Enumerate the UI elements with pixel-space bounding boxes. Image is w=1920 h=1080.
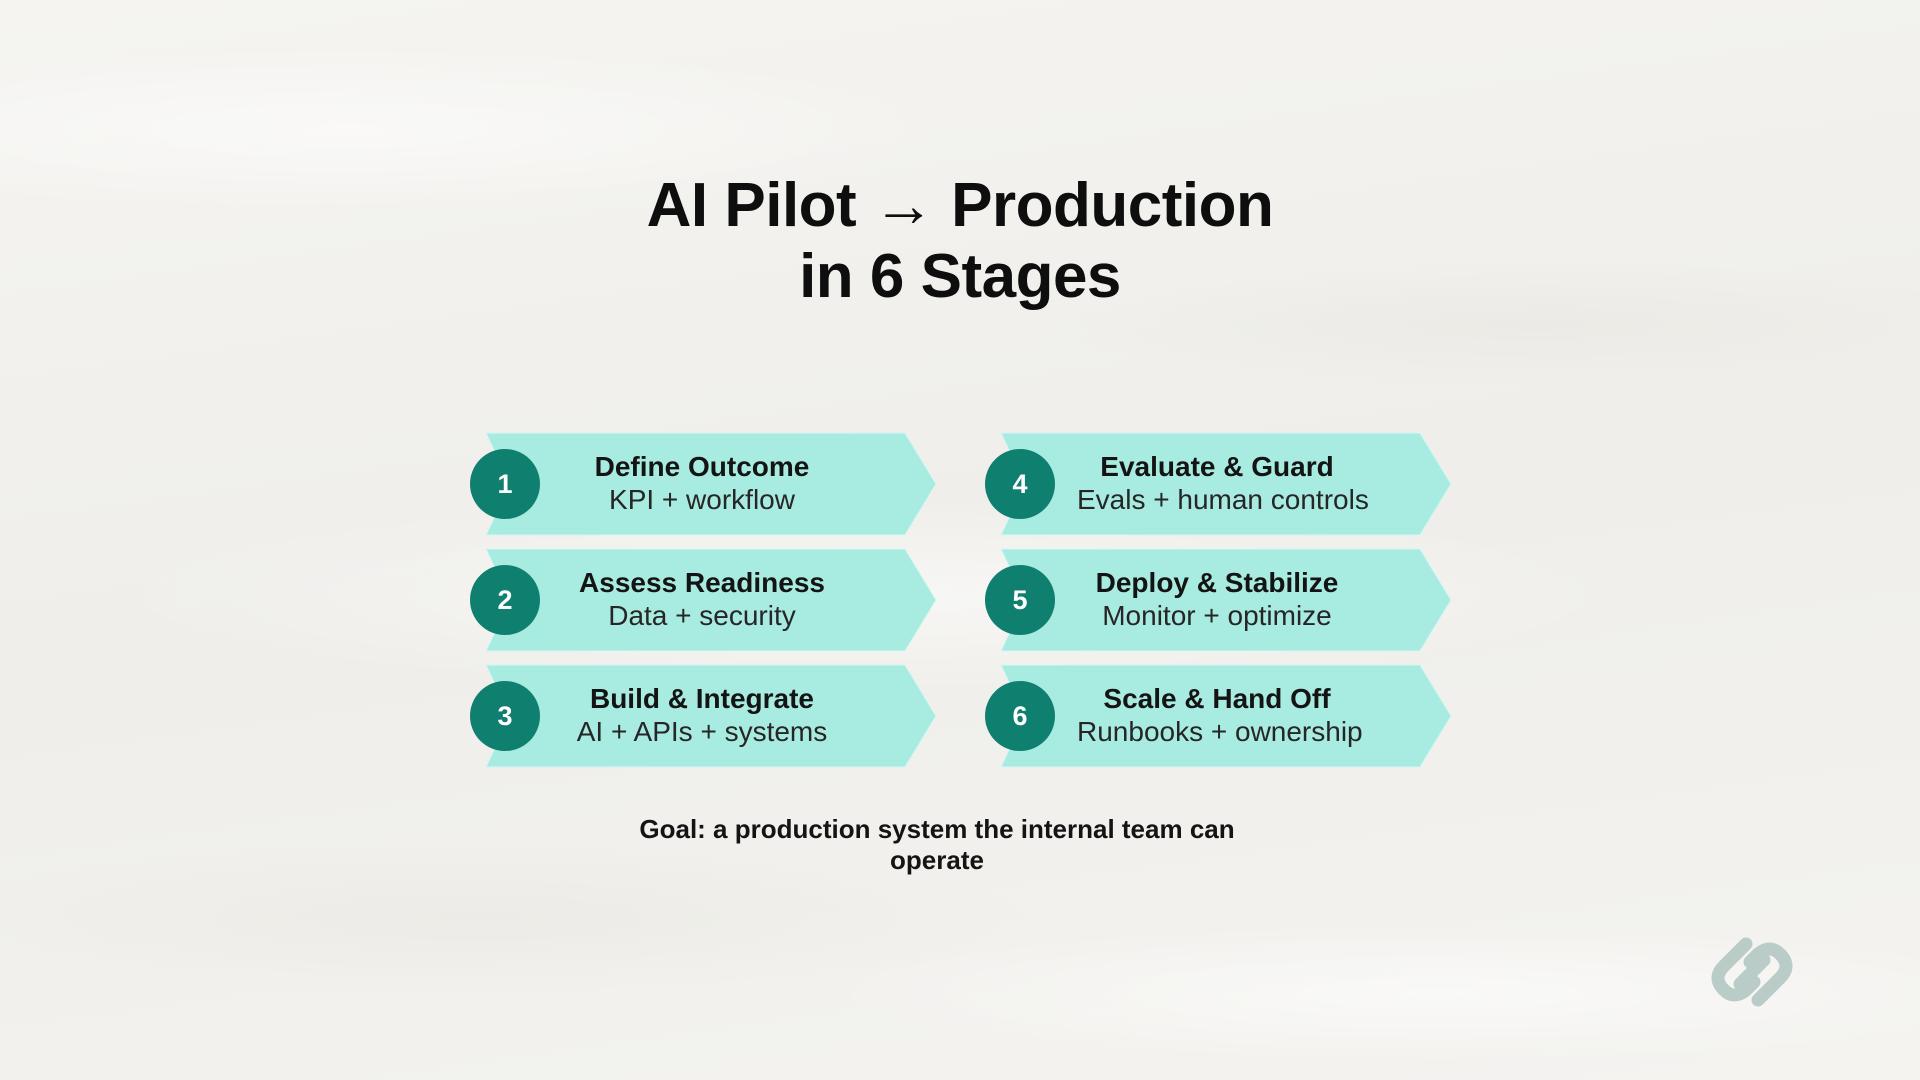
stage-3-number-badge: 3	[470, 681, 540, 751]
stage-card-1: 1 Define Outcome KPI + workflow	[470, 432, 940, 536]
stage-5-number-badge: 5	[985, 565, 1055, 635]
stage-1-number-badge: 1	[470, 449, 540, 519]
stage-card-5: 5 Deploy & Stabilize Monitor + optimize	[985, 548, 1455, 652]
page-title-line-1: AI Pilot → Production	[646, 170, 1274, 240]
stage-2-title: Assess Readiness	[579, 567, 825, 598]
stage-1-subtitle: KPI + workflow	[609, 484, 795, 515]
chain-link-logo-icon	[1711, 937, 1793, 1007]
stage-2-number-badge: 2	[470, 565, 540, 635]
stage-card-4: 4 Evaluate & Guard Evals + human control…	[985, 432, 1455, 536]
stage-5-subtitle: Monitor + optimize	[1102, 600, 1332, 631]
page-title-line-2: in 6 Stages	[799, 241, 1121, 311]
stage-4-number-badge: 4	[985, 449, 1055, 519]
stage-4-title: Evaluate & Guard	[1100, 451, 1334, 482]
stage-5-text: Deploy & Stabilize Monitor + optimize	[1077, 566, 1357, 632]
stage-card-2: 2 Assess Readiness Data + security	[470, 548, 940, 652]
page-title: AI Pilot → Production in 6 Stages	[0, 170, 1920, 312]
goal-statement: Goal: a production system the internal t…	[639, 814, 1235, 875]
stage-4-subtitle: Evals + human controls	[1077, 484, 1369, 515]
stage-6-text: Scale & Hand Off Runbooks + ownership	[1077, 682, 1363, 748]
stage-3-title: Build & Integrate	[589, 683, 814, 714]
stage-3-subtitle: AI + APIs + systems	[576, 716, 828, 747]
stage-2-text: Assess Readiness Data + security	[562, 566, 842, 632]
stage-6-number-badge: 6	[985, 681, 1055, 751]
stage-1-text: Define Outcome KPI + workflow	[562, 450, 842, 516]
stage-1-title: Define Outcome	[594, 451, 810, 482]
stage-5-title: Deploy & Stabilize	[1095, 567, 1339, 598]
stage-6-title: Scale & Hand Off	[1103, 683, 1331, 714]
stage-3-text: Build & Integrate AI + APIs + systems	[562, 682, 842, 748]
stage-4-text: Evaluate & Guard Evals + human controls	[1077, 450, 1369, 516]
stage-2-subtitle: Data + security	[608, 600, 796, 631]
stage-card-6: 6 Scale & Hand Off Runbooks + ownership	[985, 664, 1455, 768]
stage-card-3: 3 Build & Integrate AI + APIs + systems	[470, 664, 940, 768]
stage-6-subtitle: Runbooks + ownership	[1077, 716, 1363, 747]
